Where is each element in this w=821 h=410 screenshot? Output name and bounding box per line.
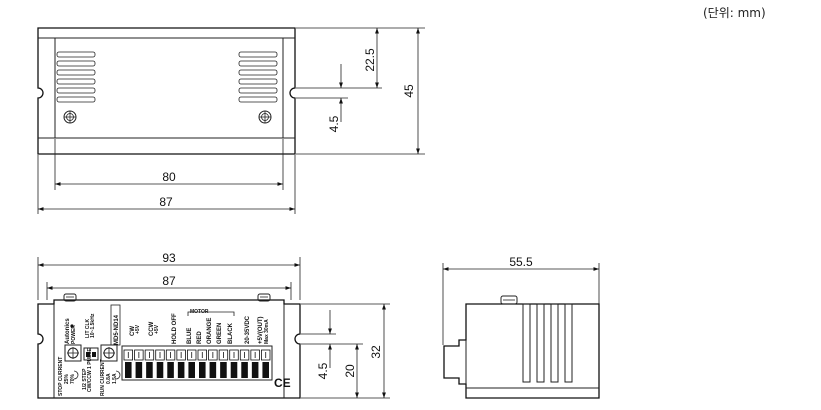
terminal-screw-cell <box>261 349 271 361</box>
screw-head-icon <box>500 295 518 305</box>
rotary-switch-icon <box>64 344 82 362</box>
terminal-label-5v-out: +5V(OUT) <box>258 316 264 344</box>
terminal-label-ccw: CCW <box>149 321 155 336</box>
dim-width-outer: 87 <box>159 195 173 209</box>
screw-icon <box>63 110 77 124</box>
clk-sub: 10~1.5kHz <box>90 313 96 338</box>
vent-slots-left <box>56 51 96 103</box>
stop-val-1: 25% <box>64 373 70 384</box>
unit-label: (단위: mm) <box>703 6 766 20</box>
side-view-outline <box>443 303 600 399</box>
terminal-label-black: BLACK <box>228 322 234 344</box>
terminal-label-red: RED <box>197 331 203 344</box>
front-view-outline <box>37 299 301 399</box>
terminal-clamp <box>209 362 217 378</box>
terminal-clamp <box>167 362 174 378</box>
ce-mark: CE <box>274 376 291 390</box>
terminal-screw-cell <box>123 349 133 361</box>
terminal-clamp <box>156 362 164 378</box>
terminal-clamp <box>251 362 259 378</box>
terminal-screw-cell <box>134 349 144 361</box>
top-view-cover <box>54 38 284 139</box>
terminal-screw-cell <box>165 349 176 361</box>
run-val-2: 1.5A <box>112 373 118 384</box>
terminal-clamp <box>230 362 238 378</box>
dim-front-width-inner: 87 <box>162 274 176 288</box>
top-view: 45 22.5 4.5 80 87 <box>37 27 425 214</box>
dim-slot: 4.5 <box>327 115 341 132</box>
terminal-clamp <box>146 362 153 378</box>
terminal-clamp <box>241 362 248 378</box>
phase-sub: CW/CCW 1 PULSE <box>87 347 93 392</box>
terminal-clamp <box>262 362 269 378</box>
terminal-clamp <box>199 362 206 378</box>
terminal-sub-ccw: +5V <box>154 324 160 334</box>
terminal-clamp <box>220 362 227 378</box>
terminal-screw-cell <box>144 349 155 361</box>
terminal-screw-cell <box>197 349 207 361</box>
screw-icon <box>258 110 272 124</box>
side-vent-fins <box>522 303 573 383</box>
dim-side-depth: 55.5 <box>509 255 533 269</box>
terminal-clamp <box>177 362 185 378</box>
terminal-sub-cw: +5V <box>135 324 141 334</box>
front-view: 93 87 Autonics POWER LIT CLK 10~1.5kHz M… <box>37 251 390 399</box>
stop-current-label: STOP CURRENT <box>58 357 64 396</box>
brand-label: Autonics <box>65 318 71 344</box>
terminal-screw-cell <box>187 349 197 361</box>
dim-width-inner: 80 <box>162 170 176 184</box>
terminal-label-hold-off: HOLD OFF <box>172 313 178 344</box>
terminal-clamp <box>188 362 195 378</box>
terminal-label-blue: BLUE <box>187 328 193 344</box>
terminal-screw-cell <box>250 349 260 361</box>
terminal-screw-cell <box>218 349 229 361</box>
front-panel-labels: Autonics POWER LIT CLK 10~1.5kHz MD5-ND1… <box>58 304 291 396</box>
terminal-screw-cell <box>229 349 239 361</box>
terminal-screw-cell <box>239 349 250 361</box>
power-label: POWER <box>71 325 77 344</box>
stop-val-2: 70% <box>70 373 76 384</box>
dim-front-height-inner: 20 <box>343 364 357 378</box>
terminal-label-power: 20-35VDC <box>245 315 251 344</box>
terminal-label-cw: CW <box>130 326 136 336</box>
run-current-label: RUN CURRENT <box>100 359 106 396</box>
terminal-clamp <box>135 362 143 378</box>
vent-slots-right <box>238 51 278 103</box>
terminal-screw-cell <box>155 349 165 361</box>
phase-label: 1/2 STEP <box>82 368 88 390</box>
dim-front-width-outer: 93 <box>162 251 176 265</box>
terminal-label-orange: ORANGE <box>207 318 213 344</box>
dim-front-slot: 4.5 <box>316 362 330 379</box>
model-label: MD5-ND14 <box>114 314 120 345</box>
top-view-outline <box>37 27 296 155</box>
screw-head-icon <box>63 293 77 302</box>
terminal-clamp <box>125 362 132 378</box>
dim-height-total: 45 <box>402 84 416 98</box>
side-view: 55.5 <box>442 255 600 399</box>
dip-switch-icon <box>83 347 99 361</box>
terminal-screw-cell <box>208 349 218 361</box>
terminal-block <box>121 345 273 381</box>
screw-head-icon <box>257 293 271 302</box>
terminal-label-green: GREEN <box>217 323 223 344</box>
rotary-switch-icon <box>100 344 118 362</box>
run-val-1: 0.8A <box>106 373 112 384</box>
out-sub: Max 30mA <box>264 319 270 344</box>
dim-height-upper: 22.5 <box>363 48 377 72</box>
terminal-screw-cell <box>176 349 186 361</box>
dim-front-height-total: 32 <box>369 345 383 359</box>
clk-label: LIT CLK <box>85 318 91 338</box>
